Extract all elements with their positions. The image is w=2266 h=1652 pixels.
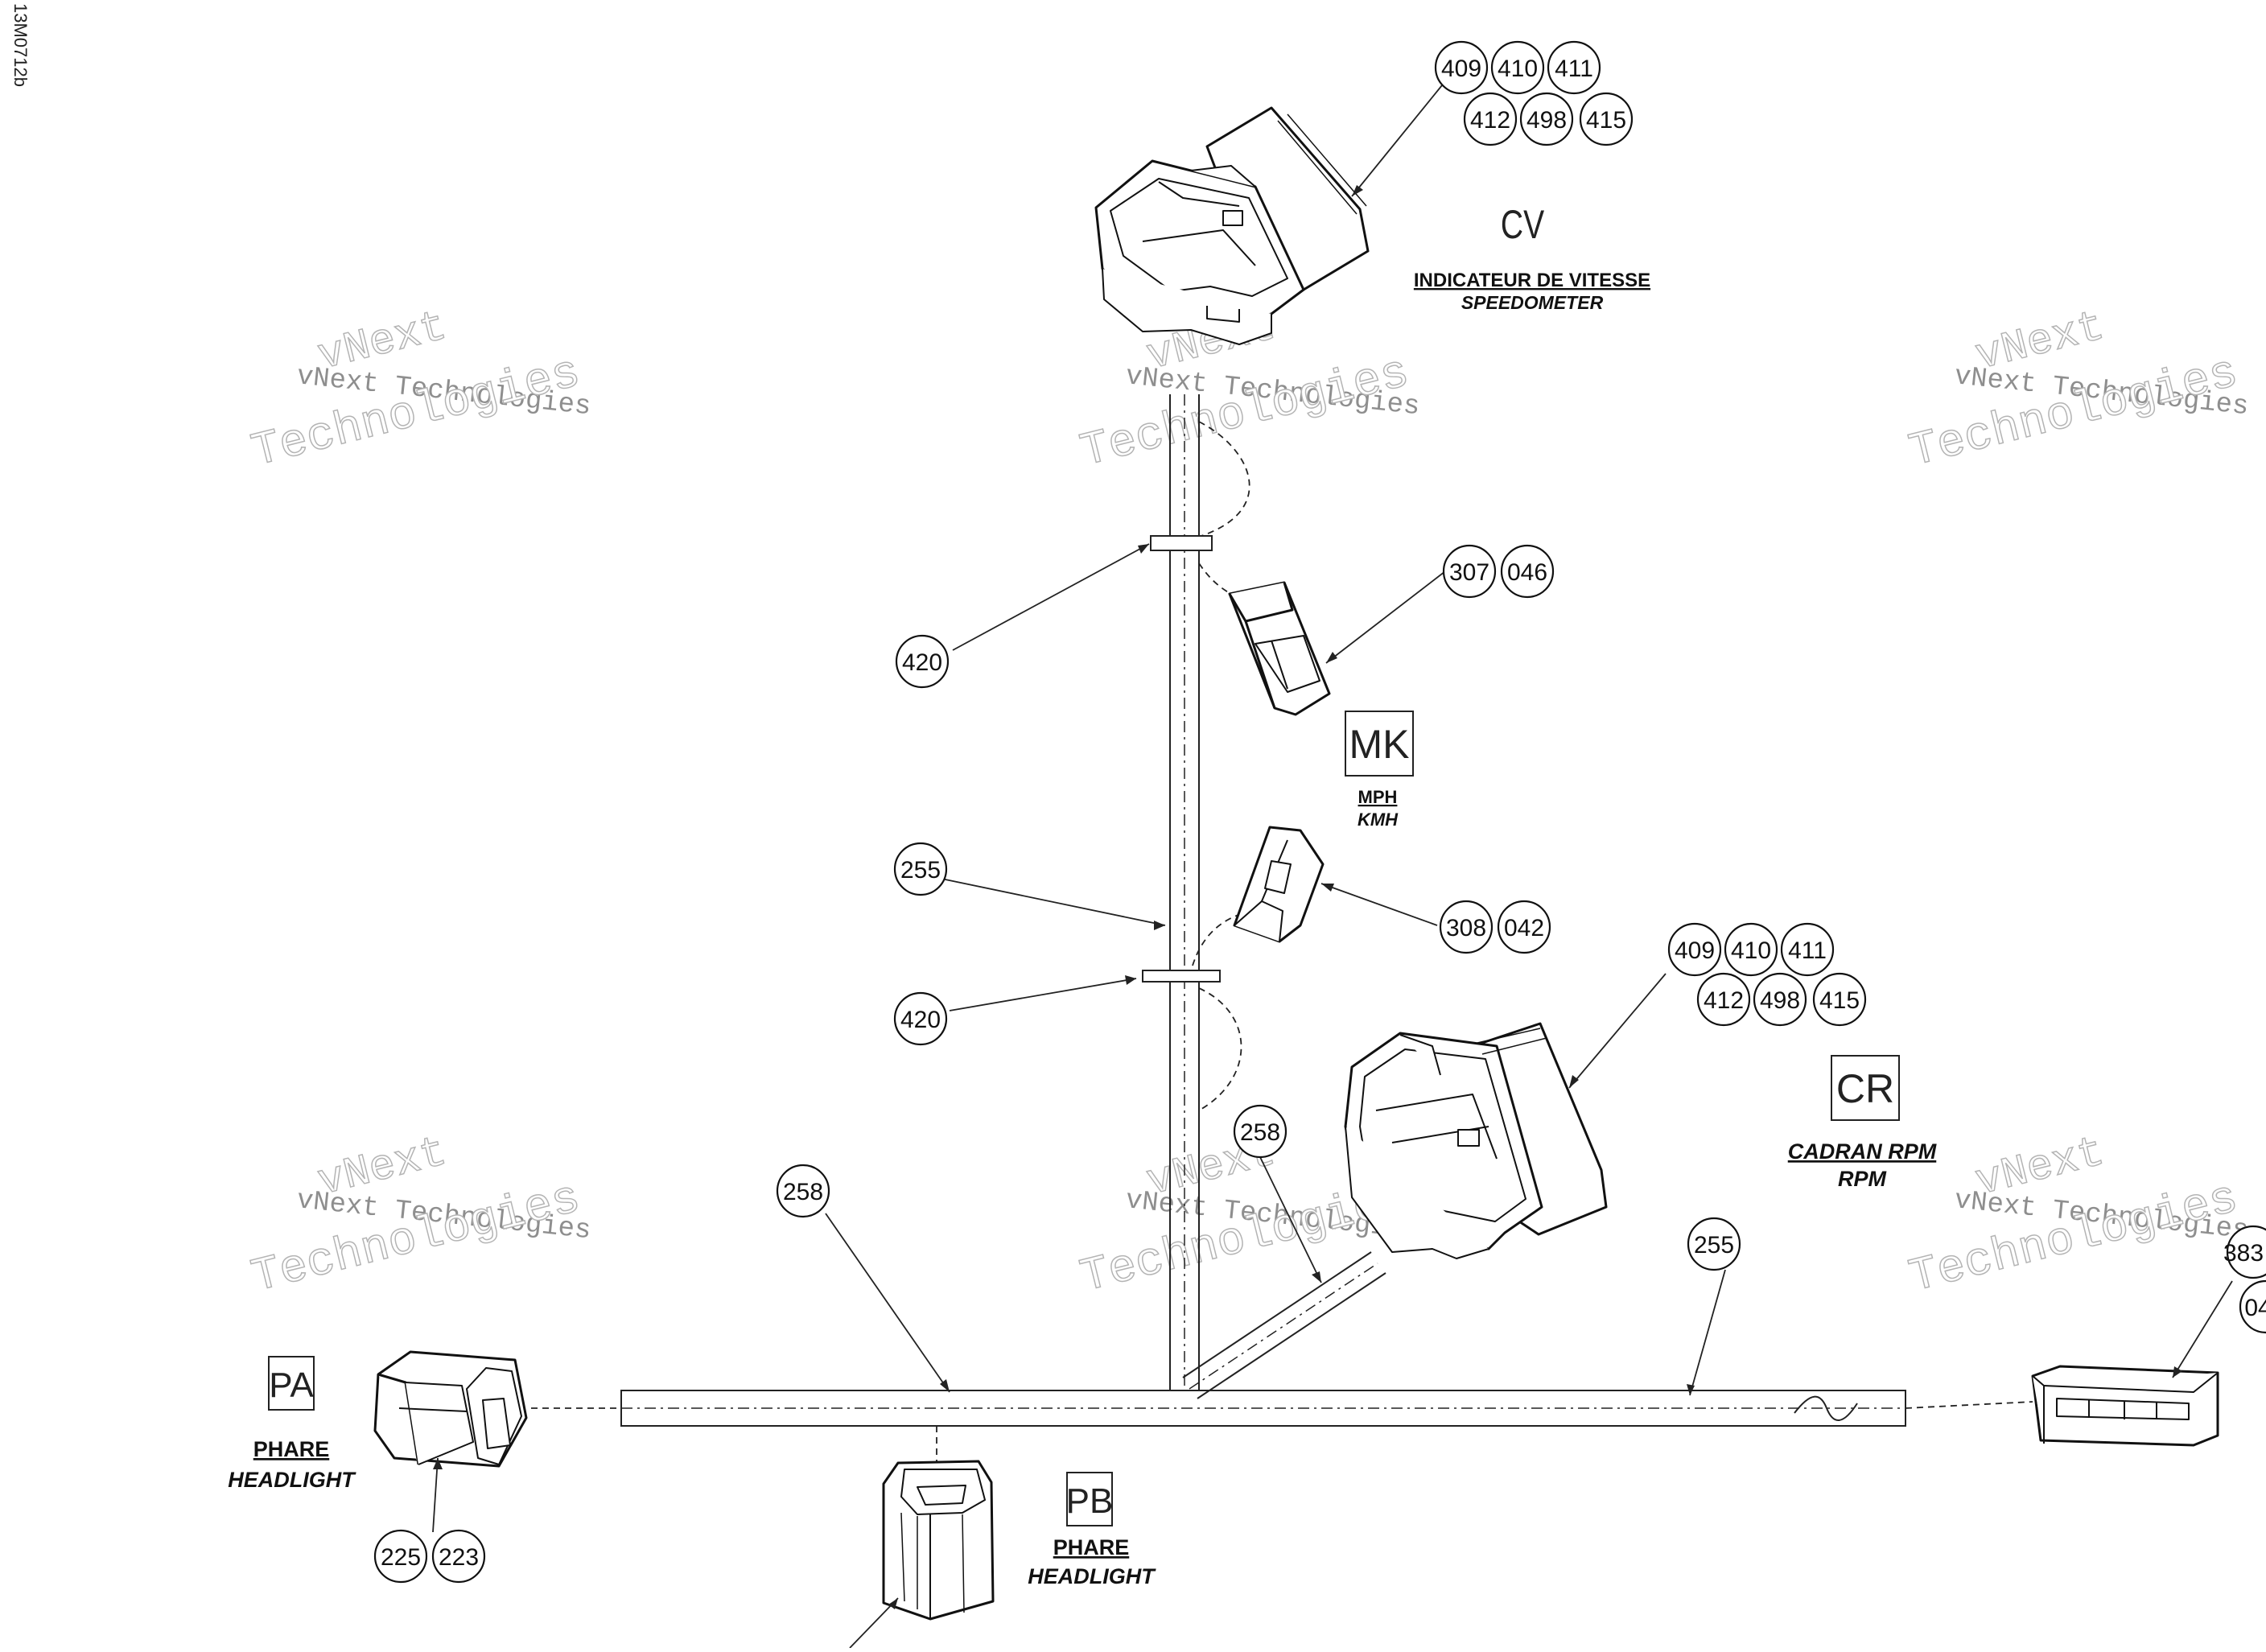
callout-258-mid: 258 <box>1240 1119 1280 1146</box>
callout-258-left: 258 <box>783 1179 823 1205</box>
callout-307: 307 <box>1449 559 1489 586</box>
cv-name-en: SPEEDOMETER <box>1461 292 1604 313</box>
mk-code-box <box>1345 711 1414 777</box>
watermark-1: vNext Technologies vNext Technologies <box>246 302 592 480</box>
pa-name-en: HEADLIGHT <box>228 1468 356 1492</box>
mk-code: MK <box>1349 722 1410 767</box>
callout-255-right: 255 <box>1694 1232 1734 1259</box>
rpm-connector-icon <box>1344 1022 1608 1259</box>
cr-name-en: RPM <box>1838 1167 1887 1191</box>
leader-arrowheads <box>433 185 2182 1609</box>
callout-cr-410: 410 <box>1731 937 1771 964</box>
callout-cr-415: 415 <box>1819 987 1860 1014</box>
headlight-connector-pa-icon <box>373 1350 528 1468</box>
harness-clip-lower <box>1142 970 1221 983</box>
callout-cr-411: 411 <box>1788 937 1827 964</box>
cv-code: CV <box>1501 201 1544 247</box>
pb-name-fr: PHARE <box>1053 1535 1130 1559</box>
callout-223: 223 <box>439 1544 479 1571</box>
callout-409: 409 <box>1441 56 1481 82</box>
drawing-id: 13M0712b <box>10 3 31 87</box>
callout-308: 308 <box>1446 915 1486 941</box>
pb-code: PB <box>1066 1481 1114 1521</box>
pb-code-box <box>1066 1472 1113 1526</box>
pa-code-box <box>268 1356 315 1411</box>
cr-code: CR <box>1836 1066 1894 1111</box>
callout-420-lower: 420 <box>900 1007 941 1033</box>
right-edge-connector-icon <box>2031 1365 2219 1447</box>
mph-kmh-connector-icon <box>1228 581 1331 716</box>
callout-255-upper: 255 <box>900 857 941 884</box>
headlight-connector-pb-icon <box>882 1460 995 1621</box>
callout-411: 411 <box>1555 56 1593 82</box>
watermark-6: vNext Technologies vNext Technologies <box>1904 1127 2250 1305</box>
callout-412: 412 <box>1470 107 1510 134</box>
harness-main-trunk <box>620 1390 1906 1427</box>
callout-cv-group <box>1434 40 1634 146</box>
callout-225: 225 <box>381 1544 421 1571</box>
pa-name-fr: PHARE <box>253 1437 330 1461</box>
callout-cr-409: 409 <box>1675 937 1715 964</box>
cv-name-fr: INDICATEUR DE VITESSE <box>1414 270 1650 291</box>
callout-383: 383 <box>2223 1240 2264 1267</box>
callout-mk-group <box>1439 544 1555 954</box>
pa-code: PA <box>269 1366 314 1405</box>
mk-name-en: KMH <box>1358 810 1399 830</box>
callout-498: 498 <box>1526 107 1567 134</box>
pb-name-en: HEADLIGHT <box>1028 1564 1156 1588</box>
mk-name-fr: MPH <box>1358 787 1398 807</box>
harness-diagonal-branch <box>1182 1251 1386 1399</box>
callout-single-group <box>373 634 2266 1584</box>
mph-kmh-pin-connector-icon <box>1233 826 1325 943</box>
harness-vertical-branch <box>1169 394 1200 1390</box>
callout-410: 410 <box>1498 56 1538 82</box>
callout-415: 415 <box>1586 107 1626 134</box>
callout-042: 042 <box>1504 915 1544 941</box>
callout-cr-412: 412 <box>1704 987 1744 1014</box>
watermark-4: vNext Technologies vNext Technologies <box>246 1127 592 1305</box>
callout-04: 04 <box>2244 1295 2266 1321</box>
cr-code-box <box>1831 1055 1900 1121</box>
speedometer-connector-icon <box>1094 106 1370 345</box>
callout-cr-498: 498 <box>1760 987 1800 1014</box>
watermark-3: vNext Technologies vNext Technologies <box>1904 302 2250 480</box>
callout-cr-group <box>1667 922 1867 1027</box>
harness-clip-upper <box>1150 535 1213 551</box>
callout-420-upper: 420 <box>902 649 942 676</box>
callout-046: 046 <box>1507 559 1547 586</box>
cr-name-fr: CADRAN RPM <box>1788 1139 1937 1164</box>
leader-lines <box>432 84 2233 1649</box>
